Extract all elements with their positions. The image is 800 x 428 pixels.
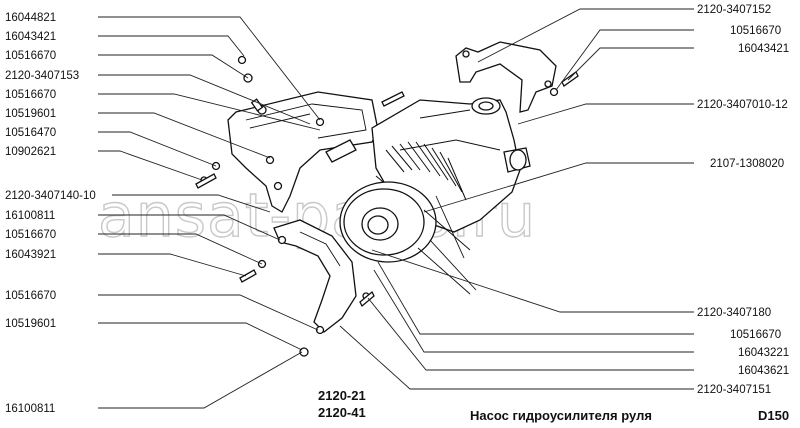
label-2120-3407180: 2120-3407180 bbox=[697, 307, 771, 319]
label-16043621: 16043621 bbox=[738, 365, 789, 377]
label-10519601-a: 10519601 bbox=[5, 108, 56, 120]
diagram-caption: Насос гидроусилителя руля bbox=[470, 408, 652, 423]
model-1: 2120-21 bbox=[318, 388, 366, 403]
label-2120-3407153: 2120-3407153 bbox=[5, 70, 79, 82]
label-10516670-a: 10516670 bbox=[5, 50, 56, 62]
label-16043921: 16043921 bbox=[5, 249, 56, 261]
label-16043221: 16043221 bbox=[738, 347, 789, 359]
footer: 2120-21 2120-41 Насос гидроусилителя рул… bbox=[318, 388, 789, 423]
label-2120-3407140-10: 2120-3407140-10 bbox=[5, 190, 96, 202]
left-labels: 16044821 16043421 10516670 2120-3407153 … bbox=[5, 12, 96, 415]
label-16100811-a: 16100811 bbox=[5, 210, 55, 222]
right-labels: 2120-3407152 10516670 16043421 2120-3407… bbox=[697, 4, 789, 396]
leader-lines bbox=[98, 8, 694, 409]
label-2107-1308020: 2107-1308020 bbox=[710, 158, 784, 170]
model-2: 2120-41 bbox=[318, 405, 366, 420]
label-10516670-b: 10516670 bbox=[5, 89, 56, 101]
label-2120-3407151: 2120-3407151 bbox=[697, 384, 771, 396]
label-16043421-b: 16043421 bbox=[738, 43, 789, 55]
mounting-bracket bbox=[227, 91, 379, 333]
label-10516670-f: 10516670 bbox=[730, 329, 781, 341]
label-16044821: 16044821 bbox=[5, 12, 56, 24]
label-10516670-d: 10516670 bbox=[5, 290, 56, 302]
label-10519601-b: 10519601 bbox=[5, 318, 56, 330]
tensioner-bracket bbox=[455, 41, 579, 113]
label-16100811-b: 16100811 bbox=[5, 403, 55, 415]
label-10516670-e: 10516670 bbox=[730, 25, 781, 37]
pump-pulley bbox=[339, 181, 477, 295]
diagram-code: D150 bbox=[758, 408, 789, 423]
label-10902621: 10902621 bbox=[5, 146, 56, 158]
label-2120-3407010-12: 2120-3407010-12 bbox=[697, 99, 788, 111]
label-2120-3407152: 2120-3407152 bbox=[697, 4, 771, 16]
label-10516470: 10516470 bbox=[5, 127, 56, 139]
label-10516670-c: 10516670 bbox=[5, 229, 56, 241]
label-16043421: 16043421 bbox=[5, 31, 56, 43]
